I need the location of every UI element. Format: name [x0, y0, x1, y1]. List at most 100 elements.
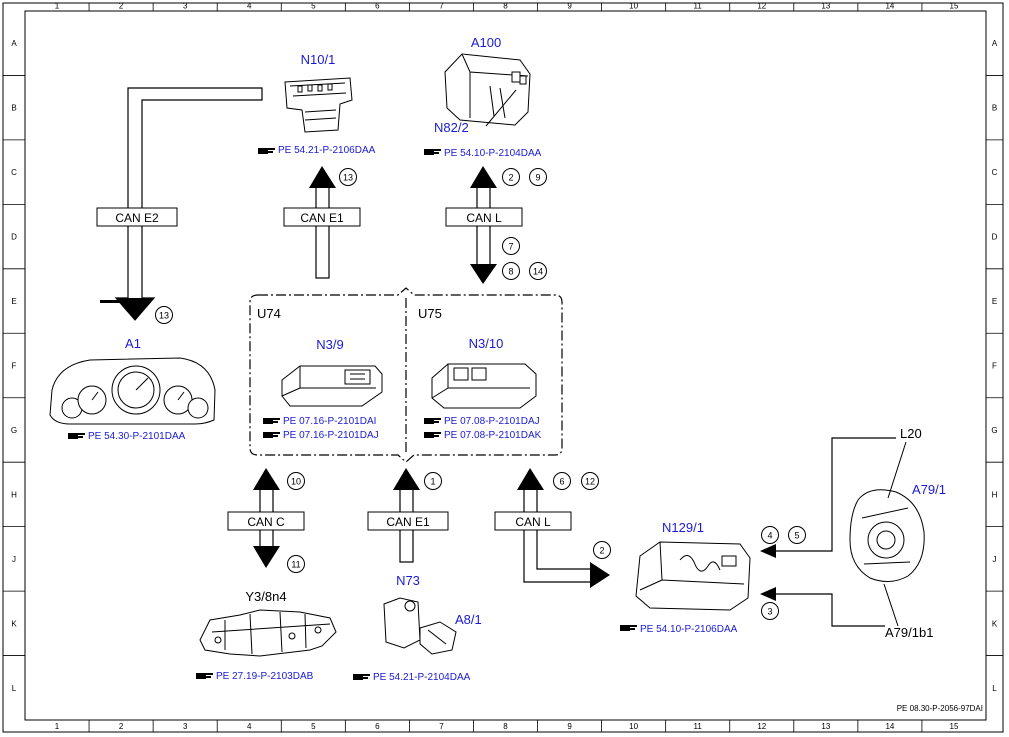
row-index-F: F: [12, 362, 17, 371]
can-c-label: CAN C: [247, 515, 285, 529]
component-a79-1: L20 A79/1 A79/1b1: [760, 426, 946, 640]
callout-3: 3: [761, 602, 779, 620]
component-a1: A1 PE 54.30-P-2101DAA: [49, 336, 216, 442]
svg-text:10: 10: [291, 477, 301, 487]
y3-8n4-label: Y3/8n4: [245, 589, 286, 604]
bus-can-l-bottom: CAN L: [494, 468, 610, 588]
bus-can-e1-bottom: CAN E1: [367, 468, 449, 563]
column-index-10: 10: [629, 722, 638, 731]
column-index-14: 14: [885, 722, 894, 731]
column-index-4: 4: [247, 722, 252, 731]
svg-text:13: 13: [159, 311, 169, 321]
control-unit-group: U74 U75 N3/9 PE 07.16-P-2101DAI PE 07.16…: [249, 287, 563, 463]
a1-cluster-image: [49, 357, 216, 425]
svg-text:11: 11: [291, 560, 300, 570]
column-index-8: 8: [503, 722, 508, 731]
column-index-1: 1: [55, 2, 60, 11]
a100-reference: PE 54.10-P-2104DAA: [444, 148, 542, 159]
callout-14: 14: [529, 262, 547, 280]
column-index-1: 1: [55, 722, 60, 731]
row-index-L: L: [12, 684, 17, 693]
n3-9-module-image: [281, 365, 383, 407]
column-index-15: 15: [950, 722, 959, 731]
svg-text:3: 3: [767, 607, 772, 617]
document-id: PE 08.30-P-2056-97DAI: [897, 704, 983, 713]
row-index-E: E: [11, 297, 16, 306]
column-index-14: 14: [885, 2, 894, 11]
column-index-13: 13: [821, 2, 830, 11]
n73-label: N73: [396, 573, 420, 588]
svg-text:7: 7: [508, 242, 513, 252]
row-index-J: J: [993, 555, 997, 564]
u74-group-label: U74: [257, 306, 281, 321]
callout-8: 8: [502, 262, 520, 280]
callout-11: 11: [287, 555, 305, 573]
row-index-B: B: [992, 104, 997, 113]
callout-9: 9: [529, 168, 547, 186]
column-index-13: 13: [821, 722, 830, 731]
column-index-8: 8: [503, 2, 508, 11]
row-index-A: A: [992, 39, 998, 48]
n129-1-module-image: [635, 541, 751, 611]
n73-ignition-switch-image: [383, 597, 457, 655]
a1-reference: PE 54.30-P-2101DAA: [88, 431, 186, 442]
column-index-6: 6: [375, 722, 380, 731]
component-y3-8n4: Y3/8n4 PE 27.19-P-2103DAB: [196, 589, 337, 682]
a79-1-label: A79/1: [912, 482, 946, 497]
n3-10-reference-1: PE 07.08-P-2101DAJ: [444, 416, 540, 427]
bus-can-e1-top: CAN E1: [283, 166, 361, 279]
column-index-9: 9: [567, 722, 572, 731]
n10-1-reference: PE 54.21-P-2106DAA: [278, 145, 376, 156]
n73-reference: PE 54.21-P-2104DAA: [373, 672, 471, 683]
l20-label: L20: [900, 426, 922, 441]
row-index-C: C: [11, 168, 17, 177]
row-index-L: L: [992, 684, 997, 693]
column-index-2: 2: [119, 2, 124, 11]
column-index-6: 6: [375, 2, 380, 11]
row-index-A: A: [11, 39, 17, 48]
a79-1-sensor-image: [849, 489, 925, 582]
column-index-10: 10: [629, 2, 638, 11]
bus-can-c: CAN C: [227, 468, 305, 568]
column-index-11: 11: [694, 2, 703, 11]
can-l-top-label: CAN L: [466, 211, 502, 225]
callout-10: 10: [287, 472, 305, 490]
row-index-E: E: [992, 297, 997, 306]
n129-1-reference: PE 54.10-P-2106DAA: [640, 624, 738, 635]
n10-1-label: N10/1: [301, 52, 336, 67]
y3-8n4-reference: PE 27.19-P-2103DAB: [216, 671, 314, 682]
n3-9-reference-2: PE 07.16-P-2101DAJ: [283, 430, 379, 441]
column-index-4: 4: [247, 2, 252, 11]
svg-text:12: 12: [585, 477, 595, 487]
svg-text:5: 5: [794, 531, 799, 541]
row-index-H: H: [992, 490, 998, 499]
svg-text:1: 1: [430, 477, 435, 487]
row-index-K: K: [992, 619, 998, 628]
column-index-11: 11: [694, 722, 703, 731]
row-index-C: C: [992, 168, 998, 177]
n3-10-label: N3/10: [469, 336, 504, 351]
y3-8n4-valve-body-image: [199, 609, 337, 657]
column-index-7: 7: [439, 722, 444, 731]
row-index-D: D: [992, 233, 998, 242]
can-e2-label: CAN E2: [115, 211, 159, 225]
callout-2: 2: [593, 541, 611, 559]
n3-9-reference-1: PE 07.16-P-2101DAI: [283, 416, 376, 427]
column-index-12: 12: [757, 722, 766, 731]
column-index-2: 2: [119, 722, 124, 731]
can-e1-top-label: CAN E1: [300, 211, 344, 225]
callout-5: 5: [788, 526, 806, 544]
row-index-J: J: [12, 555, 16, 564]
n3-10-module-image: [431, 363, 537, 409]
column-index-3: 3: [183, 722, 188, 731]
callout-4: 4: [761, 526, 779, 544]
component-n129-1: N129/1 PE 54.10-P-2106DAA: [620, 520, 751, 635]
a79-1b1-label: A79/1b1: [885, 625, 933, 640]
column-index-5: 5: [311, 2, 316, 11]
column-index-12: 12: [757, 2, 766, 11]
svg-text:2: 2: [599, 546, 604, 556]
n129-1-label: N129/1: [662, 520, 704, 535]
